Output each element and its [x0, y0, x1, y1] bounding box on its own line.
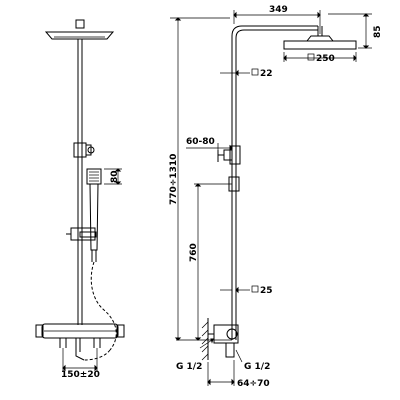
side-mixer — [208, 324, 239, 358]
dimension-arm-reach-label: 349 — [269, 5, 288, 15]
dimension-side-depth: 64÷70 — [207, 360, 270, 389]
dimension-front-centres: 150±20 — [61, 348, 100, 380]
inlet-right-label: G 1/2 — [244, 362, 270, 372]
side-wall-bracket — [217, 145, 241, 165]
side-view: 349 85 250 22 — [169, 5, 383, 389]
dimension-head-diameter: 250 — [283, 52, 357, 64]
dimension-head-height: 85 — [328, 13, 383, 49]
front-view: 80 150±20 — [35, 19, 125, 380]
front-slider — [66, 227, 97, 241]
side-shower-head — [283, 35, 357, 50]
side-inlet-labels: G 1/2 G 1/2 — [176, 338, 270, 372]
dimension-lower-tube: 25 — [220, 285, 273, 296]
dimension-front-centres-label: 150±20 — [61, 370, 100, 380]
dimension-upper-tube-label: 22 — [260, 69, 273, 79]
front-riser-pipe — [77, 39, 83, 325]
front-mixer — [35, 323, 125, 361]
dimension-lower-tube-label: 25 — [260, 286, 273, 296]
front-hose-lower — [83, 349, 111, 361]
dimension-head-height-label: 85 — [373, 25, 383, 38]
front-diverter — [73, 142, 95, 158]
side-wall-hatch — [201, 318, 209, 361]
dimension-total-height-label: 770÷1310 — [169, 154, 179, 205]
front-hose — [90, 261, 117, 351]
dimension-lower-height-label: 760 — [189, 243, 199, 262]
dimension-lower-height: 760 — [189, 183, 232, 341]
dimension-bracket-offset-label: 60-80 — [186, 137, 215, 147]
dimension-total-height: 770÷1310 — [169, 17, 182, 341]
inlet-left-label: G 1/2 — [176, 362, 202, 372]
dimension-head-diameter-label: 250 — [316, 54, 335, 64]
front-shower-head — [44, 19, 115, 40]
dimension-side-depth-label: 64÷70 — [237, 379, 270, 389]
dimension-hand-shower-label: 80 — [110, 170, 120, 183]
side-riser-and-arm — [231, 25, 323, 340]
front-hand-shower — [86, 168, 102, 262]
dimension-hand-shower: 80 — [104, 168, 122, 185]
dimension-upper-tube: 22 — [220, 68, 273, 79]
dimension-arm-reach: 349 — [233, 5, 321, 34]
